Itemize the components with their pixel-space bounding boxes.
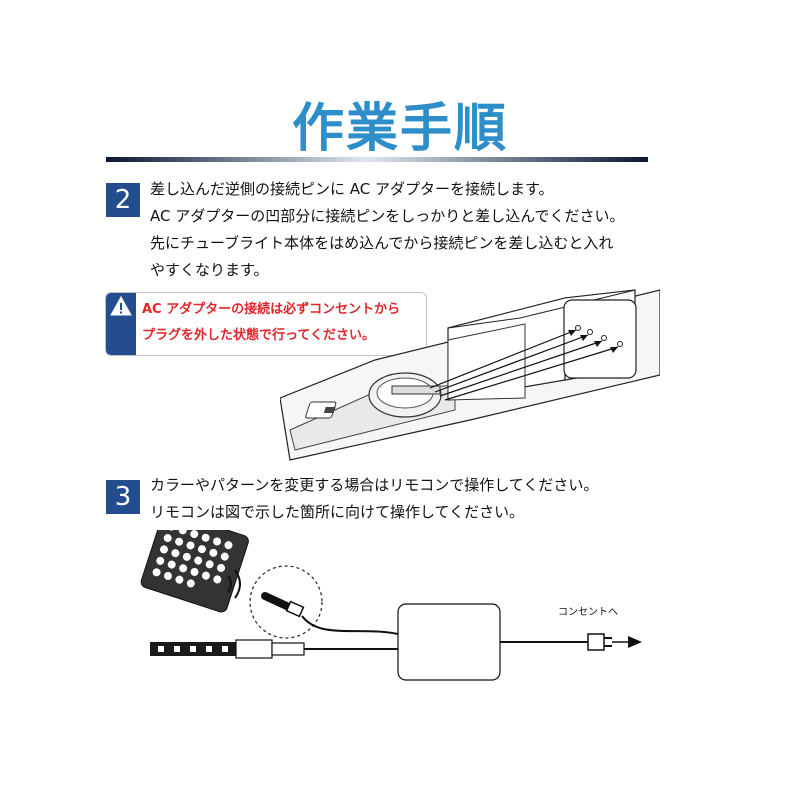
ir-receiver-head — [261, 592, 295, 612]
socket-hole-1 — [575, 325, 581, 331]
outlet-arrowhead — [628, 636, 642, 648]
arrow-line-4 — [444, 346, 619, 401]
strip-connector-2 — [271, 642, 305, 656]
strip-connector-1 — [235, 639, 273, 659]
caution-box: AC アダプターの接続は必ずコンセントから プラグを外した状態で行ってください。 — [105, 292, 427, 356]
arrow-line-3 — [439, 340, 603, 397]
socket-hole-4 — [617, 341, 623, 347]
warning-icon — [110, 296, 132, 316]
tube-connection-illustration — [280, 289, 660, 461]
led-dot-2 — [323, 407, 336, 413]
arrowhead-3 — [594, 341, 602, 347]
page-title: 作業手順 — [291, 99, 508, 159]
arrowhead-4 — [610, 347, 618, 353]
receiver-cable — [301, 615, 399, 635]
step-3-badge: 3 — [106, 480, 140, 514]
arrow-line-2 — [434, 334, 589, 393]
step-2-badge: 2 — [106, 183, 140, 217]
ir-receiver-body — [285, 600, 305, 618]
arrow-line-1 — [429, 329, 577, 389]
step-3-text: カラーやパターンを変更する場合はリモコンで操作してください。 リモコンは図で示し… — [150, 472, 598, 526]
step-2-text: 差し込んだ逆側の接続ピンに AC アダプターを接続します。 AC アダプターの凹… — [150, 176, 625, 284]
signal-wave-1 — [227, 575, 232, 593]
caution-text: AC アダプターの接続は必ずコンセントから プラグを外した状態で行ってください。 — [142, 297, 400, 349]
step-3-line-2: リモコンは図で示した箇所に向けて操作してください。 — [150, 503, 525, 521]
arrowhead-1 — [568, 330, 576, 336]
step-2-line-2: AC アダプターの凹部分に接続ピンをしっかりと差し込んでください。 — [150, 207, 625, 225]
adapter-socket-face — [563, 299, 637, 379]
remote-control — [140, 530, 249, 613]
socket-hole-3 — [601, 335, 607, 341]
socket-hole-2 — [587, 329, 593, 335]
led-strip-dots — [158, 646, 228, 652]
caution-line-1: AC アダプターの接続は必ずコンセントから — [142, 302, 401, 317]
signal-wave-2 — [234, 569, 241, 599]
step-2-line-1: 差し込んだ逆側の接続ピンに AC アダプターを接続します。 — [150, 180, 554, 198]
remote-controller-diagram — [140, 530, 642, 681]
caution-line-2: プラグを外した状態で行ってください。 — [142, 328, 375, 343]
step-2-line-3: 先にチューブライト本体をはめ込んでから接続ピンを差し込むと入れ — [150, 234, 614, 252]
caution-side-bar — [106, 293, 136, 355]
step-3-line-1: カラーやパターンを変更する場合はリモコンで操作してください。 — [150, 476, 599, 494]
outlet-label: コンセントへ — [558, 607, 618, 618]
arrowhead-2 — [580, 335, 588, 341]
step-2-line-4: やすくなります。 — [150, 261, 269, 279]
title-divider — [106, 157, 648, 162]
controller-box — [397, 603, 501, 681]
plug-body — [587, 633, 605, 651]
